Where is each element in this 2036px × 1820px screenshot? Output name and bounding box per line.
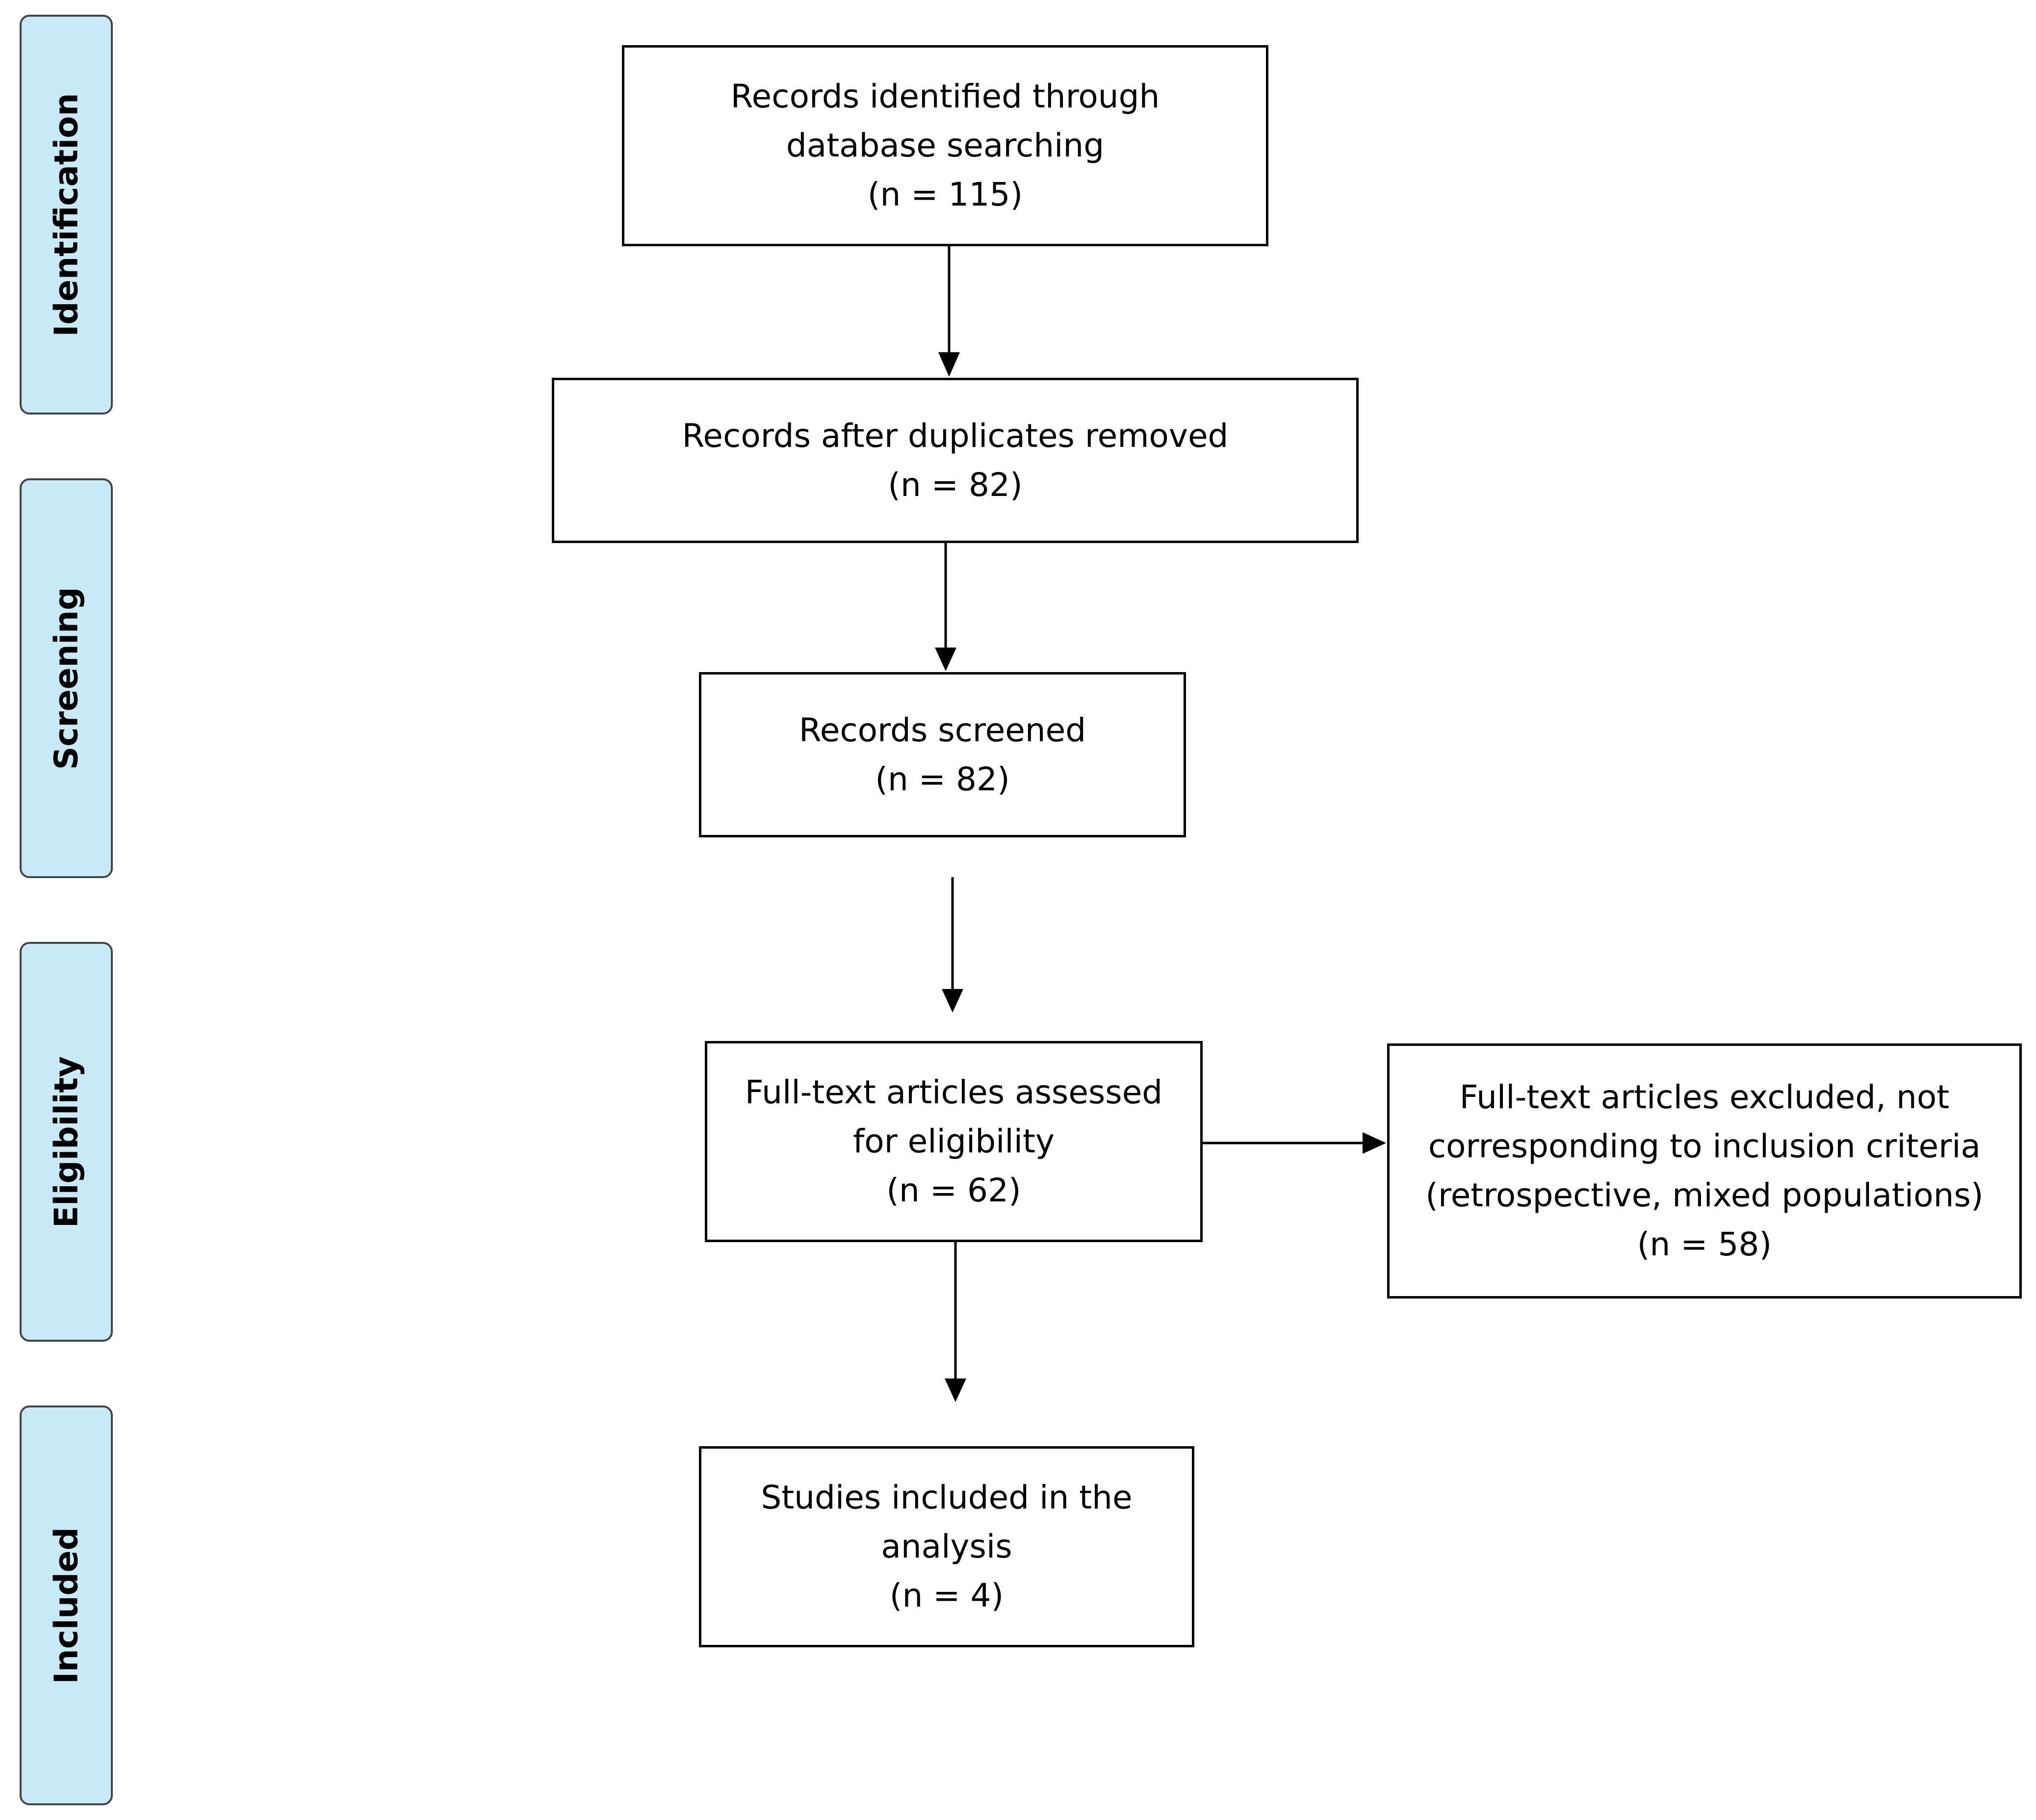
box-fulltext-excluded: Full-text articles excluded, not corresp… [1387,1043,2022,1299]
box-fulltext-assessed: Full-text articles assessed for eligibil… [705,1041,1203,1242]
box-studies-included-line-2: analysis [881,1528,1012,1565]
arrow-duplicates-to-screened [935,543,956,671]
arrow-screened-to-fulltext [942,877,963,1013]
box-records-screened-line-1: Records screened [799,711,1086,749]
stage-eligibility: Eligibility [20,942,113,1342]
box-records-identified: Records identified through database sear… [622,45,1268,246]
box-fulltext-assessed-line-2: for eligibility [852,1122,1055,1160]
box-records-screened-line-2: (n = 82) [875,760,1010,798]
arrow-fulltext-to-excluded [1203,1132,1386,1154]
box-records-identified-line-3: (n = 115) [867,176,1023,213]
box-after-duplicates-line-2: (n = 82) [888,466,1023,504]
box-records-identified-line-2: database searching [786,127,1105,164]
box-records-screened: Records screened (n = 82) [699,672,1186,837]
box-fulltext-excluded-line-1: Full-text articles excluded, not [1459,1078,1950,1116]
box-fulltext-excluded-line-4: (n = 58) [1637,1225,1772,1263]
box-fulltext-excluded-line-3: (retrospective, mixed populations) [1425,1176,1984,1214]
box-fulltext-assessed-line-1: Full-text articles assessed [745,1073,1163,1111]
arrow-identified-to-duplicates [938,246,960,377]
box-studies-included: Studies included in the analysis (n = 4) [699,1446,1194,1647]
stage-screening: Screening [20,478,113,878]
box-fulltext-assessed-line-3: (n = 62) [886,1171,1021,1209]
box-studies-included-line-3: (n = 4) [889,1577,1004,1614]
box-records-identified-line-1: Records identified through [730,78,1160,115]
stage-identification: Identification [20,15,113,415]
box-after-duplicates: Records after duplicates removed (n = 82… [552,378,1359,543]
box-studies-included-line-1: Studies included in the [761,1479,1133,1516]
arrow-fulltext-to-included [945,1242,966,1402]
stage-included: Included [20,1405,113,1805]
box-fulltext-excluded-line-2: corresponding to inclusion criteria [1428,1127,1981,1165]
box-after-duplicates-line-1: Records after duplicates removed [682,416,1229,455]
